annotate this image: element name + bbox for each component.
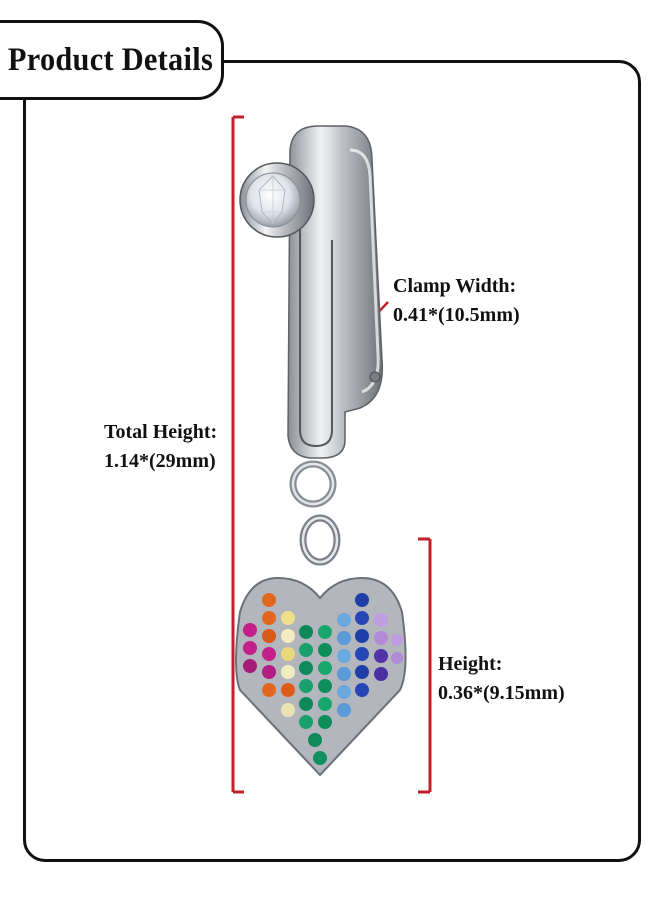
- pendant-height-value: 0.36*(9.15mm): [438, 682, 565, 704]
- content-frame: [23, 60, 641, 862]
- total-height-value: 1.14*(29mm): [104, 450, 216, 472]
- jump-rings: [289, 460, 341, 566]
- pendant-height-title: Height:: [438, 653, 503, 675]
- page-title: Product Details: [7, 41, 214, 78]
- pendant-height-bracket: [418, 537, 432, 794]
- pendant-height-label: Height: 0.36*(9.15mm): [438, 650, 565, 708]
- clamp-width-title: Clamp Width:: [393, 275, 517, 297]
- total-height-title: Total Height:: [104, 421, 218, 443]
- total-height-label: Total Height: 1.14*(29mm): [104, 418, 217, 476]
- total-height-bracket: [231, 115, 244, 794]
- heart-stones: [243, 593, 403, 765]
- cz-crystal-icon: [239, 162, 315, 238]
- title-badge: Product Details: [0, 20, 224, 100]
- rainbow-heart-pendant-icon: [235, 576, 407, 777]
- clamp-width-label: Clamp Width: 0.41*(10.5mm): [393, 272, 520, 330]
- clamp-width-value: 0.41*(10.5mm): [393, 304, 520, 326]
